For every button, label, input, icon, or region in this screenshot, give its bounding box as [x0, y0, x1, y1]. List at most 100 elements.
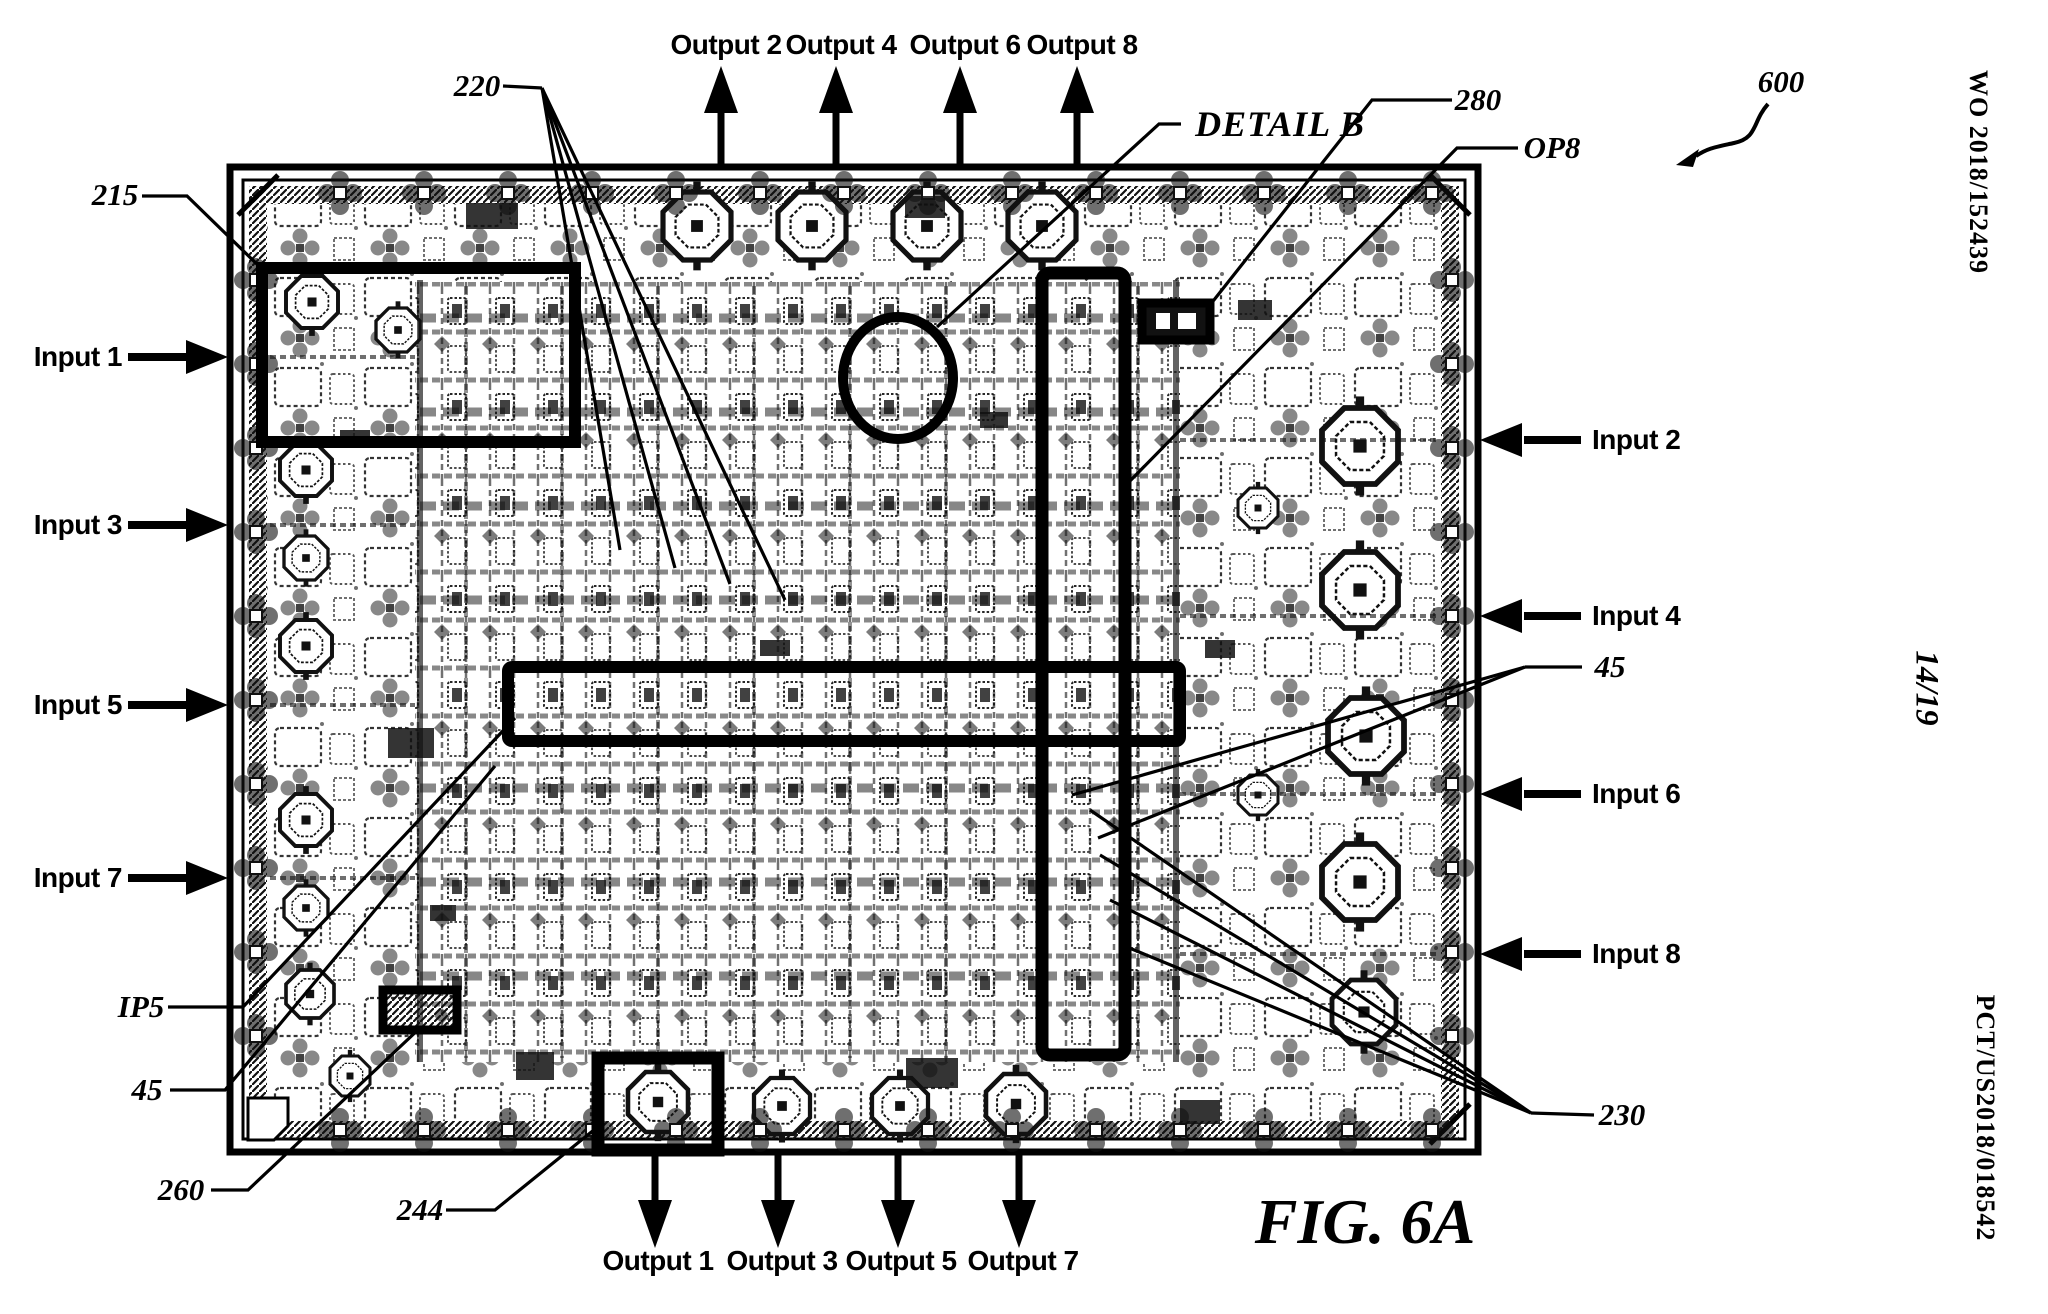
leader-lines [142, 84, 1595, 1212]
ref-244: 244 [396, 1192, 444, 1227]
leader-230-fan [1121, 943, 1532, 1115]
arrow-shaft [128, 701, 187, 709]
leader-215 [142, 194, 265, 272]
arrow-shaft [1015, 1152, 1023, 1201]
figure-caption: FIG. 6A [1254, 1186, 1476, 1257]
arrow-shaft [128, 874, 187, 882]
leader-244 [446, 1123, 602, 1212]
arrow-shaft [128, 521, 187, 529]
input-6-label: Input 6 [1592, 778, 1681, 809]
arrow-shaft [1524, 950, 1581, 958]
row-path-ip5-box [502, 661, 1186, 747]
arrowhead [186, 508, 228, 542]
arrowhead [761, 1200, 795, 1248]
column-path-op8-box [1035, 266, 1132, 1062]
leader-45-right-fan [1071, 665, 1526, 797]
arrowhead [819, 66, 853, 113]
metal-blob [905, 196, 945, 218]
arrowhead [943, 66, 977, 113]
arrow-shaft [894, 1152, 902, 1201]
input-3-label: Input 3 [33, 509, 123, 540]
arrow-shaft [1524, 790, 1581, 798]
arrowhead [1480, 599, 1522, 633]
arrow-shaft [774, 1152, 782, 1201]
arrow-shaft [1524, 612, 1581, 620]
metal-blob [1205, 640, 1235, 658]
detail-b-circle [838, 312, 958, 444]
ref-600: 600 [1757, 64, 1805, 99]
arrow-shaft [832, 112, 840, 168]
io-arrows [128, 66, 1581, 1248]
output-8-label: Output 8 [1026, 29, 1138, 60]
leader-op8 [1126, 146, 1518, 485]
leader-260 [211, 1026, 422, 1192]
input-5-label: Input 5 [33, 689, 123, 720]
leader-280 [1208, 98, 1452, 306]
output-4-label: Output 4 [785, 29, 897, 60]
output-2-label: Output 2 [670, 29, 782, 60]
input-8-label: Input 8 [1592, 938, 1681, 969]
input-7-label: Input 7 [33, 862, 123, 893]
arrowhead [186, 340, 228, 374]
leader-45-right-fan [1097, 665, 1526, 840]
arrow-shaft [717, 112, 725, 168]
leader-220-fan [540, 87, 677, 569]
output-7-label: Output 7 [967, 1245, 1079, 1276]
leader-detail-b [935, 122, 1181, 329]
feature-260-box [378, 985, 462, 1035]
arrow-shaft [1524, 436, 1581, 444]
coupler-280-box [1137, 298, 1215, 345]
metal-blob [760, 640, 790, 656]
leader-230-fan [1099, 853, 1532, 1115]
output-pad-244-box [591, 1051, 725, 1157]
leader-220 [502, 84, 543, 90]
leader-230-fan [1109, 898, 1532, 1115]
metal-blob [516, 1052, 554, 1080]
ref-280: 280 [1454, 82, 1502, 117]
input-4-label: Input 4 [1592, 600, 1681, 631]
ref-220: 220 [453, 68, 501, 103]
arrow-shaft [956, 112, 964, 168]
arrow-shaft [651, 1152, 659, 1201]
sheet-number: 14/19 [1908, 650, 1945, 726]
arrowhead [186, 688, 228, 722]
output-3-label: Output 3 [726, 1245, 838, 1276]
corner-chamfer [246, 1096, 290, 1142]
metal-blob [906, 1058, 958, 1088]
arrowhead [1480, 937, 1522, 971]
leader-230-fan [1089, 808, 1532, 1115]
leader-220-fan [540, 87, 787, 601]
arrowhead [881, 1200, 915, 1248]
figure-ref-arrow [1676, 102, 1770, 167]
metal-blob [430, 905, 456, 921]
output-1-label: Output 1 [602, 1245, 714, 1276]
arrowhead [1480, 423, 1522, 457]
publication-number: WO 2018/152439 [1964, 70, 1993, 274]
seal-ring-right [1441, 186, 1459, 1139]
arrow-shaft [128, 353, 187, 361]
ref-45-right: 45 [1594, 649, 1626, 684]
ref-45-left: 45 [131, 1072, 163, 1107]
ref-ip5: IP5 [117, 989, 165, 1024]
input-stage-215-box [256, 262, 581, 448]
detail-b-label: DETAIL B [1195, 104, 1365, 144]
arrowhead [1002, 1200, 1036, 1248]
output-5-label: Output 5 [845, 1245, 957, 1276]
metal-blob [1238, 300, 1272, 320]
leader-220-fan [540, 87, 622, 551]
arrowhead [186, 861, 228, 895]
arrowhead [704, 66, 738, 113]
ref-op8: OP8 [1523, 130, 1581, 165]
corner-chamfer [236, 173, 280, 217]
arrowhead [638, 1200, 672, 1248]
metal-blob [388, 728, 434, 758]
ref-215: 215 [91, 177, 139, 212]
leader-ip5 [168, 716, 517, 1009]
leader-230 [1530, 1111, 1595, 1117]
metal-blob [1180, 1100, 1220, 1124]
application-number: PCT/US2018/018542 [1971, 994, 2000, 1242]
input-2-label: Input 2 [1592, 424, 1681, 455]
ref-230: 230 [1598, 1097, 1646, 1132]
